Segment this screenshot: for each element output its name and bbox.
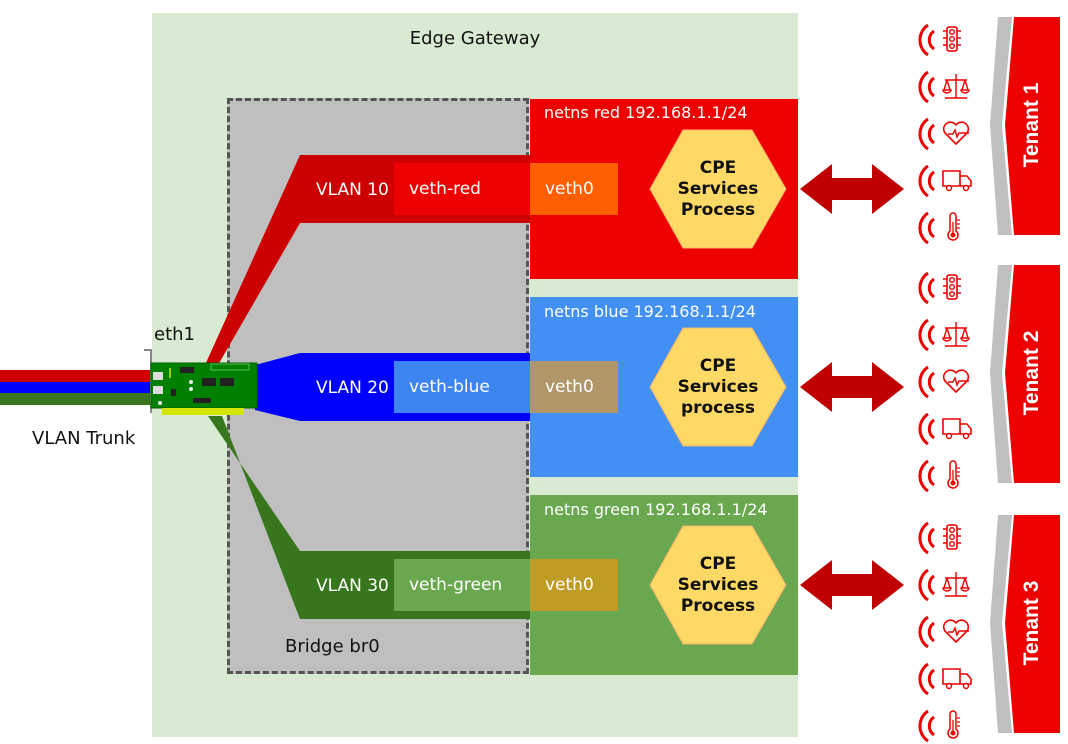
vlan-20-label: VLAN 20: [316, 378, 389, 398]
process-blue: CPE Services process: [668, 356, 768, 419]
process-line: Services: [677, 179, 759, 199]
double-arrow-tenant-3: [800, 560, 904, 610]
trunk-line-green: [0, 393, 155, 405]
wireless-signal-icon: [918, 117, 935, 151]
tenant-label: Tenant 3: [1020, 580, 1043, 666]
vlan-10-label: VLAN 10: [316, 180, 389, 200]
process-line: Services: [677, 575, 759, 595]
heart-rate-icon: [942, 121, 970, 145]
scales-icon: [942, 322, 970, 347]
wireless-signal-icon: [918, 23, 935, 57]
netns-red-label: netns red 192.168.1.1/24: [544, 103, 748, 122]
bridge-label: Bridge br0: [285, 636, 380, 657]
hexagon-red: [649, 129, 787, 249]
wireless-signal-icon: [918, 365, 935, 399]
wireless-signal-icon: [918, 318, 935, 352]
wireless-signal-icon: [918, 412, 935, 446]
vlan-trunk-label: VLAN Trunk: [32, 428, 136, 449]
process-line: CPE: [699, 158, 737, 178]
wireless-signal-icon: [918, 164, 935, 198]
wireless-signal-icon: [918, 709, 935, 743]
traffic-light-icon: [943, 26, 961, 52]
scales-icon: [942, 74, 970, 99]
veth-red: veth-red: [394, 163, 530, 215]
wireless-signal-icon: [918, 459, 935, 493]
hexagon-blue: [649, 327, 787, 447]
traffic-light-icon: [943, 524, 961, 550]
wireless-signal-icon: [918, 662, 935, 696]
veth-green: veth-green: [394, 559, 530, 611]
thermometer-icon: [947, 212, 960, 241]
double-arrow-tenant-2: [800, 362, 904, 412]
vlan-30-label: VLAN 30: [316, 576, 389, 596]
process-line: Process: [680, 596, 756, 616]
eth1-label: eth1: [154, 324, 195, 345]
edge-gateway-title: Edge Gateway: [409, 28, 541, 49]
scales-icon: [942, 572, 970, 597]
thermometer-icon: [947, 710, 960, 739]
process-red: CPE Services Process: [668, 158, 768, 221]
process-line: process: [680, 398, 756, 418]
truck-icon: [942, 418, 972, 440]
wireless-signal-icon: [918, 70, 935, 104]
trunk-line-red: [0, 370, 155, 382]
process-line: CPE: [699, 356, 737, 376]
trunk-line-blue: [0, 382, 155, 393]
traffic-light-icon: [943, 274, 961, 300]
process-line: Process: [680, 200, 756, 220]
thermometer-icon: [947, 460, 960, 489]
process-line: Services: [677, 377, 759, 397]
netns-blue-label: netns blue 192.168.1.1/24: [544, 302, 756, 321]
wireless-signal-icon: [918, 568, 935, 602]
veth-blue: veth-blue: [394, 361, 530, 413]
heart-rate-icon: [942, 619, 970, 643]
netns-green-label: netns green 192.168.1.1/24: [544, 500, 768, 519]
truck-icon: [942, 170, 972, 192]
double-arrow-tenant-1: [800, 164, 904, 214]
process-line: CPE: [699, 554, 737, 574]
truck-icon: [942, 668, 972, 690]
wireless-signal-icon: [918, 271, 935, 305]
heart-rate-icon: [942, 369, 970, 393]
veth0-red: veth0: [530, 163, 618, 215]
wireless-signal-icon: [918, 615, 935, 649]
process-green: CPE Services Process: [668, 554, 768, 617]
veth0-blue: veth0: [530, 361, 618, 413]
veth0-green: veth0: [530, 559, 618, 611]
wireless-signal-icon: [918, 521, 935, 555]
hexagon-green: [649, 525, 787, 645]
wireless-signal-icon: [918, 211, 935, 245]
